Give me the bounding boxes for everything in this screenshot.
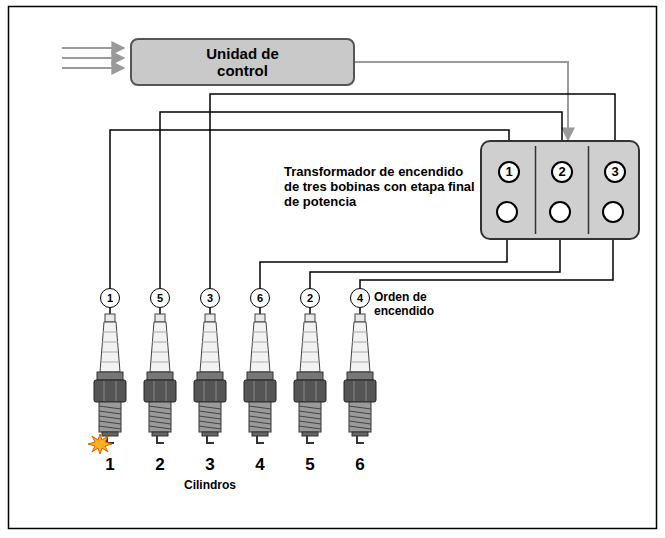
cylinder-number: 6 — [348, 455, 372, 475]
terminal-circle: 2 — [551, 161, 573, 183]
frame — [9, 7, 657, 529]
cylinder-number: 1 — [98, 455, 122, 475]
firing-order-circle: 5 — [150, 288, 170, 308]
spark — [88, 434, 112, 454]
ignition-wire — [310, 240, 560, 288]
number-label: 2 — [307, 292, 313, 304]
terminal-circle: 1 — [498, 161, 520, 183]
cylinders-label: Cilindros — [160, 478, 260, 492]
ignition-wire — [360, 240, 613, 288]
firing-order-circle: 4 — [350, 288, 370, 308]
coil-terminals — [482, 142, 638, 238]
cylinder-number: 5 — [298, 455, 322, 475]
number-label: 3 — [611, 165, 618, 179]
number-label: 6 — [257, 292, 263, 304]
ignition-wire — [260, 240, 507, 288]
coil-heading: Transformador de encendido de tres bobin… — [284, 164, 476, 209]
cylinder-number: 2 — [148, 455, 172, 475]
firing-order-circle: 2 — [300, 288, 320, 308]
firing-order-circle: 1 — [100, 288, 120, 308]
control-unit-box: Unidad de control — [130, 38, 355, 86]
signal-arrow — [355, 62, 568, 140]
ignition-wire — [110, 130, 509, 288]
cylinder-number: 3 — [198, 455, 222, 475]
firing-order-circle: 3 — [200, 288, 220, 308]
number-label: 1 — [107, 292, 113, 304]
number-label: 2 — [558, 165, 565, 179]
terminal-circle: 3 — [604, 161, 626, 183]
number-label: 1 — [505, 165, 512, 179]
number-label: 5 — [157, 292, 163, 304]
firing-order-label: Orden de encendido — [374, 290, 469, 318]
spark-plugs — [94, 308, 376, 443]
cylinder-number: 4 — [248, 455, 272, 475]
firing-order-circle: 6 — [250, 288, 270, 308]
input-signals — [62, 48, 124, 68]
number-label: 3 — [207, 292, 213, 304]
number-label: 4 — [357, 292, 363, 304]
box-label: Unidad de control — [193, 45, 293, 79]
ignition-coil-box: 123Transformador de encendido de tres bo… — [480, 140, 640, 240]
